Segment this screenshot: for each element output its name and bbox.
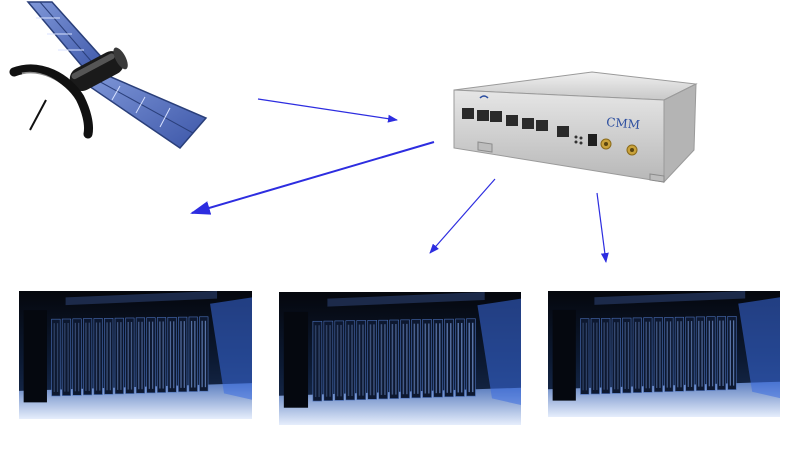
server-rack-icon	[19, 291, 252, 419]
arrow-device-to-datacenter-2	[429, 178, 496, 254]
datacenter-image-2	[279, 292, 521, 425]
router-device-icon: CMM	[453, 71, 698, 184]
arrow-satellite-to-device	[257, 98, 398, 123]
arrow-device-to-left	[190, 141, 435, 215]
satellite-icon	[9, 1, 208, 149]
arrow-device-to-datacenter-3	[596, 192, 609, 263]
server-rack-icon	[279, 292, 521, 425]
datacenter-image-1	[19, 291, 252, 419]
device-brand-label: CMM	[606, 115, 641, 132]
datacenter-image-3	[548, 291, 780, 417]
server-rack-icon	[548, 291, 780, 417]
